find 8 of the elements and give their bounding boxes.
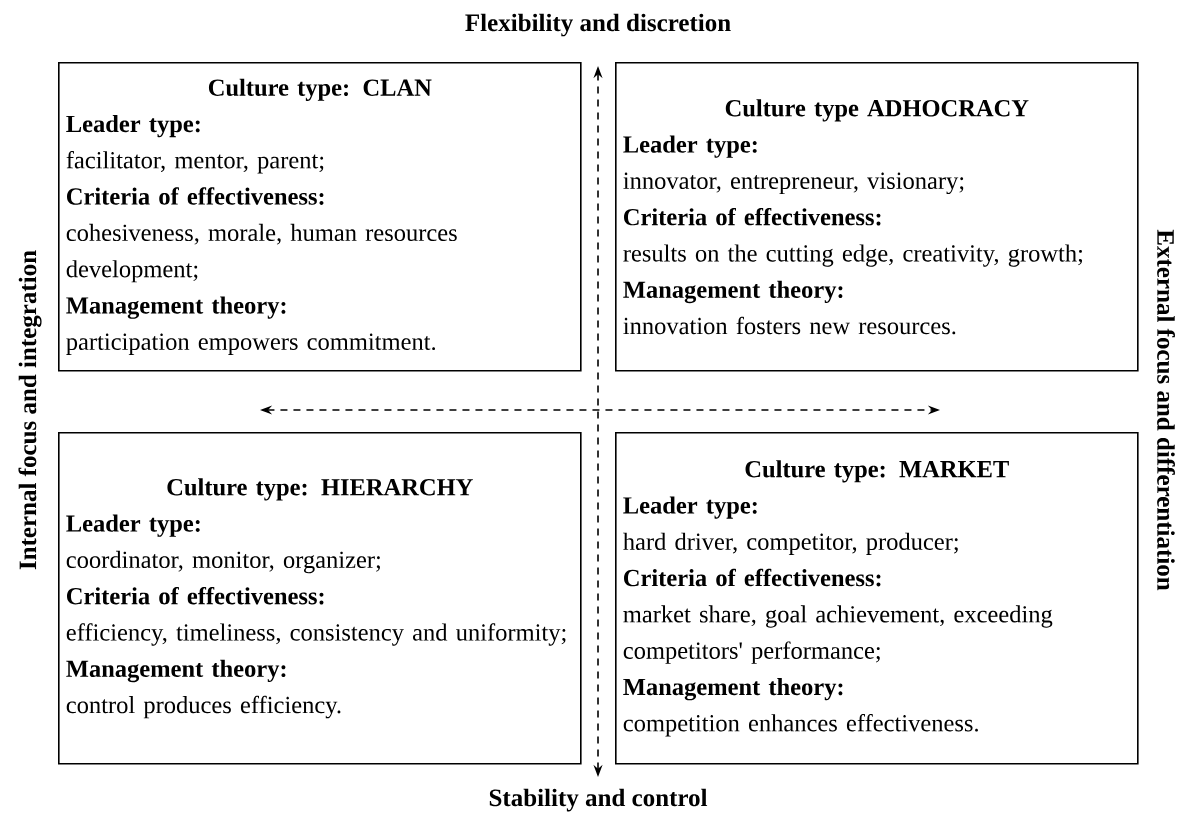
culture-box: Culture type ADHOCRACY Leader type: innovator, entrepreneur, visionary; Criteria of effectiveness: results on the cutting edge, creativity, growth; Management theory: innovation fosters new resources. <box>615 62 1139 372</box>
culture-box: Culture type: MARKET Leader type: hard driver, competitor, producer; Criteria of effectiveness: market share, goal achievement, exceeding competitors' performance; Management theory: competition enhances effectiveness. <box>615 432 1139 765</box>
axis-label: Flexibility and discretion <box>465 13 731 37</box>
axis-label: External focus and differentiation <box>1157 229 1175 591</box>
culture-box: Culture type: CLAN Leader type: facilitator, mentor, parent; Criteria of effectiveness: cohesiveness, morale, human resources development; Management theory: participation empowers commitment. <box>58 62 582 372</box>
axis-label: Stability and control <box>489 788 708 812</box>
culture-box: Culture type: HIERARCHY Leader type: coordinator, monitor, organizer; Criteria of effectiveness: efficiency, timeliness, consistency and uniformity; Management theory: control produces efficiency. <box>58 432 582 765</box>
axis-label: Internal focus and integration <box>18 250 42 570</box>
